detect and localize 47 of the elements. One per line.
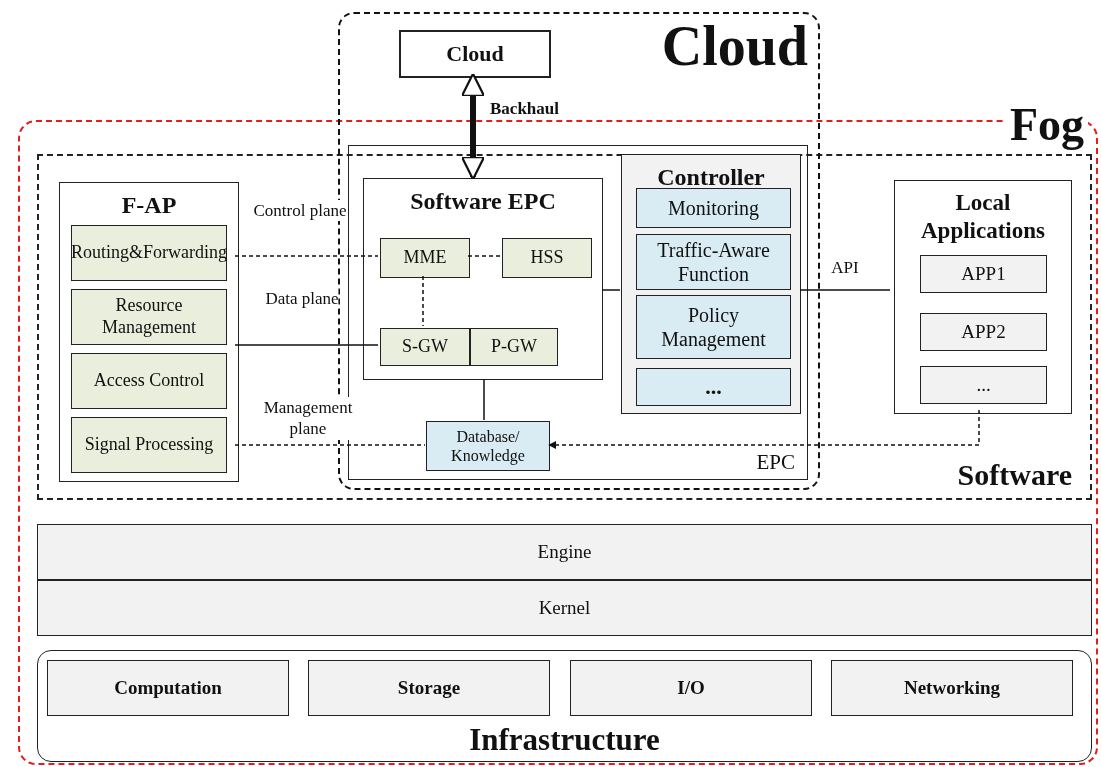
- module-title: Controller: [656, 165, 766, 189]
- function-box: Monitoring: [636, 188, 791, 228]
- function-box: MME: [380, 238, 470, 278]
- box-title: EPC: [756, 452, 795, 473]
- controller-box: [621, 154, 801, 414]
- database-box: Database/ Knowledge: [426, 421, 550, 471]
- function-box: HSS: [502, 238, 592, 278]
- connector-line: [234, 444, 426, 446]
- connector-line: [601, 289, 621, 291]
- layer-title: Software: [957, 460, 1072, 490]
- applications-box: [894, 180, 1072, 414]
- app-box: ...: [920, 366, 1047, 404]
- app-box: APP2: [920, 313, 1047, 351]
- function-box: S-GW: [380, 328, 470, 366]
- connector-line: [234, 344, 379, 346]
- resource-box: Networking: [831, 660, 1073, 716]
- function-box: Policy Management: [636, 295, 791, 359]
- infrastructure-layer: [37, 650, 1092, 762]
- resource-box: I/O: [570, 660, 812, 716]
- function-box: Resource Management: [71, 289, 227, 345]
- edge-label: Control plane: [253, 200, 347, 222]
- function-box: Signal Processing: [71, 417, 227, 473]
- connector-line: [483, 378, 485, 421]
- resource-box: Computation: [47, 660, 289, 716]
- edge-label: Data plane: [265, 288, 339, 310]
- module-title: Local Applications: [920, 189, 1046, 245]
- layer-band: Kernel: [37, 580, 1092, 636]
- connector-line: [799, 289, 891, 291]
- app-box: APP1: [920, 255, 1047, 293]
- module-box: [59, 182, 239, 482]
- connector-line: [422, 275, 424, 327]
- module-title: Software EPC: [409, 189, 557, 213]
- connector-line: [234, 255, 379, 257]
- module-title: F-AP: [120, 193, 178, 217]
- layer-title: Infrastructure: [468, 724, 661, 755]
- function-box: Traffic-Aware Function: [636, 234, 791, 290]
- connector-line: [467, 255, 501, 257]
- double-arrow: [460, 72, 486, 181]
- function-box: Access Control: [71, 353, 227, 409]
- cloud-box: Cloud: [399, 30, 551, 78]
- function-box: P-GW: [470, 328, 558, 366]
- arrow: [548, 409, 980, 449]
- resource-box: Storage: [308, 660, 550, 716]
- function-box: ...: [636, 368, 791, 406]
- module-box: [363, 178, 603, 380]
- layer-band: Engine: [37, 524, 1092, 580]
- region-title: Cloud: [661, 18, 808, 74]
